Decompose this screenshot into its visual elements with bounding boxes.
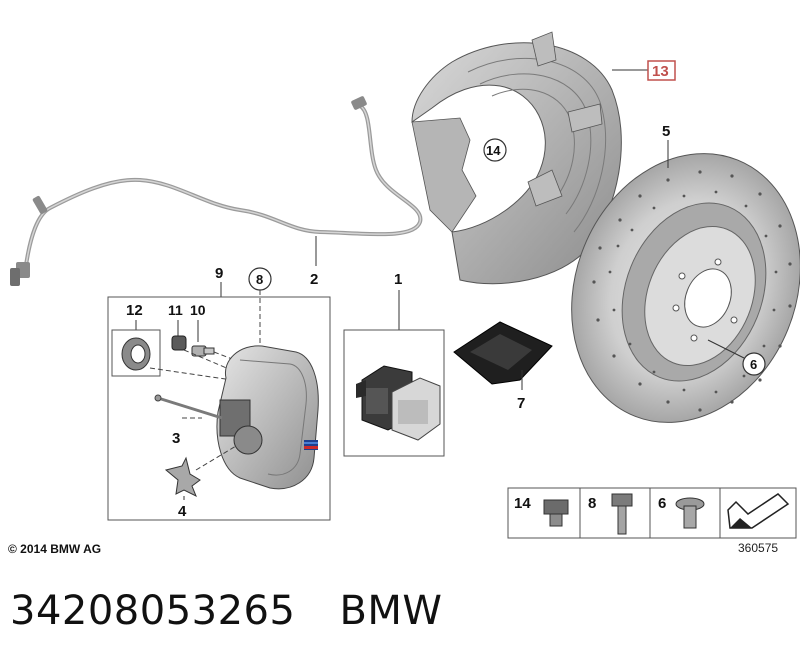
part-label-11[interactable]: 11 [168,302,183,318]
countersunk-screw-icon [675,497,705,529]
part-label-8[interactable]: 8 [256,272,263,287]
part-label-10[interactable]: 10 [190,302,206,318]
wear-sensor-wire [10,96,423,286]
part-callout-6 [742,352,766,376]
hex-bolt-icon [611,493,633,535]
part-label-5[interactable]: 5 [662,123,670,140]
part-label-1[interactable]: 1 [394,271,402,288]
part-label-4[interactable]: 4 [178,503,187,520]
catalog-arrow-icon [727,493,790,529]
flange-nut-icon [543,499,569,527]
part-label-9[interactable]: 9 [215,265,223,282]
brake-caliper [216,345,319,490]
bleed-cap [171,335,187,351]
diagram-number: 360575 [738,541,779,555]
part-label-7[interactable]: 7 [517,395,525,412]
part-label-3[interactable]: 3 [172,430,180,447]
part-label-2[interactable]: 2 [310,271,318,288]
footer-caption: 34208053265 BMW [10,588,442,634]
guide-seal [121,337,151,371]
brake-shield [411,31,622,285]
part-label-13[interactable]: 13 [652,63,669,80]
brand-name: BMW [339,588,443,634]
guide-pin [154,394,223,420]
part-number: 34208053265 [10,588,296,634]
legend-label-8[interactable]: 8 [588,495,596,512]
legend-label-6[interactable]: 6 [658,495,666,512]
legend-label-14[interactable]: 14 [514,495,531,512]
part-13-highlight-box [647,60,676,81]
part-callout-14 [483,138,507,162]
part-label-12[interactable]: 12 [126,302,143,319]
brake-pads [356,365,441,441]
copyright-text: © 2014 BMW AG [8,542,102,556]
anti-rattle-spring [164,456,201,498]
part-label-14[interactable]: 14 [486,143,501,158]
part-label-6[interactable]: 6 [750,357,757,372]
brake-disc [571,153,800,423]
anti-squeal-plate [453,321,553,385]
